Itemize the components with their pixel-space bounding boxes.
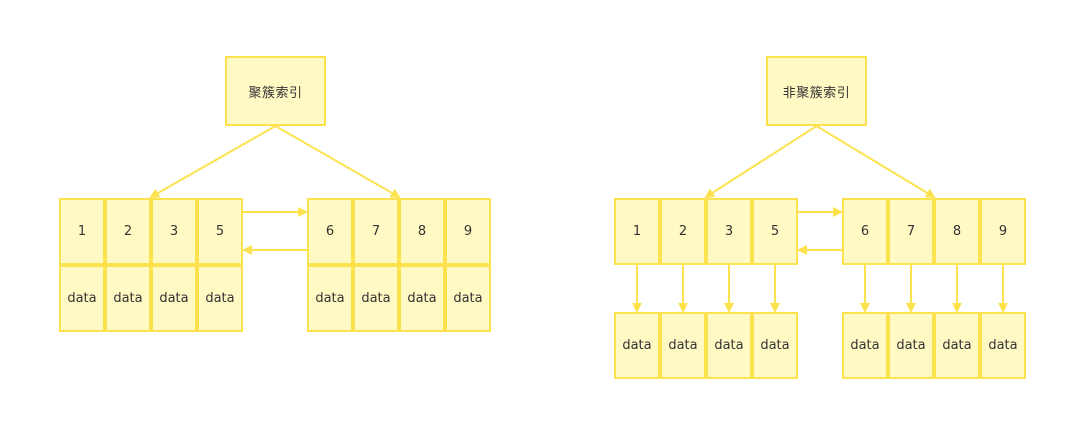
clustered-right-key-3: 9 xyxy=(445,198,491,265)
nonclustered-root-right-arrow xyxy=(815,125,936,199)
clustered-left-key-3: 5 xyxy=(197,198,243,265)
nonclustered-left-data-3: data xyxy=(752,312,798,379)
nonclustered-left-key-2: 3 xyxy=(706,198,752,265)
nonclustered-root-left-arrow xyxy=(704,125,818,199)
clustered-right-key-0: 6 xyxy=(307,198,353,265)
nonclustered-right-data-0: data xyxy=(842,312,888,379)
clustered-left-key-1: 2 xyxy=(105,198,151,265)
nonclustered-right-key-0: 6 xyxy=(842,198,888,265)
nonclustered-right-key-2: 8 xyxy=(934,198,980,265)
nonclustered-right-data-1: data xyxy=(888,312,934,379)
clustered-right-key-1: 7 xyxy=(353,198,399,265)
clustered-left-data-2: data xyxy=(151,265,197,332)
nonclustered-left-key-0: 1 xyxy=(614,198,660,265)
clustered-left-data-0: data xyxy=(59,265,105,332)
clustered-left-key-0: 1 xyxy=(59,198,105,265)
nonclustered-right-key-3: 9 xyxy=(980,198,1026,265)
nonclustered-left-data-1: data xyxy=(660,312,706,379)
clustered-right-data-3: data xyxy=(445,265,491,332)
nonclustered-right-data-3: data xyxy=(980,312,1026,379)
nonclustered-left-data-0: data xyxy=(614,312,660,379)
nonclustered-left-data-2: data xyxy=(706,312,752,379)
clustered-left-data-3: data xyxy=(197,265,243,332)
clustered-right-data-0: data xyxy=(307,265,353,332)
clustered-right-data-2: data xyxy=(399,265,445,332)
clustered-root-node: 聚簇索引 xyxy=(225,56,326,126)
nonclustered-right-data-2: data xyxy=(934,312,980,379)
nonclustered-right-key-1: 7 xyxy=(888,198,934,265)
clustered-root-left-arrow xyxy=(149,125,276,198)
clustered-left-data-1: data xyxy=(105,265,151,332)
clustered-root-right-arrow xyxy=(275,125,401,198)
clustered-right-data-1: data xyxy=(353,265,399,332)
clustered-left-key-2: 3 xyxy=(151,198,197,265)
nonclustered-left-key-3: 5 xyxy=(752,198,798,265)
nonclustered-root-node: 非聚簇索引 xyxy=(766,56,867,126)
nonclustered-left-key-1: 2 xyxy=(660,198,706,265)
clustered-right-key-2: 8 xyxy=(399,198,445,265)
